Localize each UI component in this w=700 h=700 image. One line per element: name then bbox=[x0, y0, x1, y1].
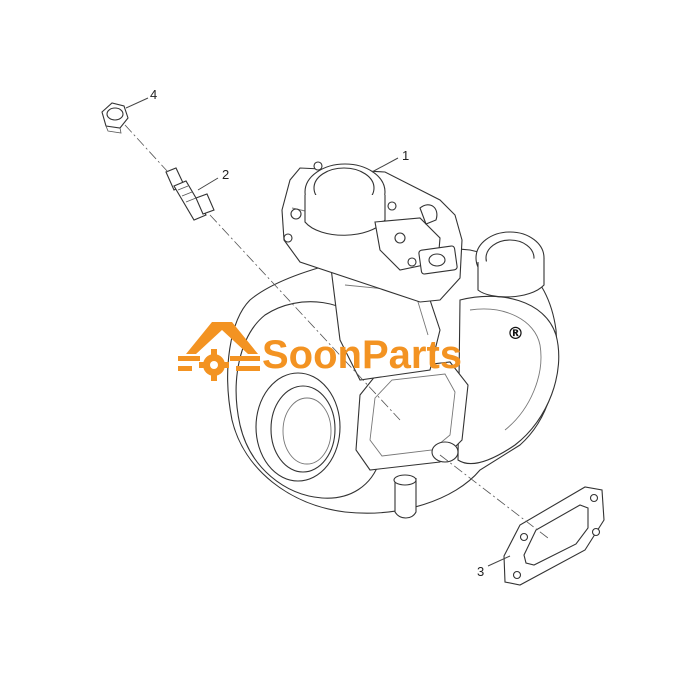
brand-name: SoonParts bbox=[262, 333, 462, 377]
callout-4: 4 bbox=[150, 87, 157, 102]
part-4-nut bbox=[101, 102, 129, 134]
part-1-actuator bbox=[281, 161, 463, 303]
callout-3: 3 bbox=[477, 564, 484, 579]
registered-mark: ® bbox=[507, 324, 524, 344]
callout-1: 1 bbox=[402, 148, 409, 163]
turbocharger-assembly bbox=[227, 231, 560, 519]
soonparts-watermark-logo: SoonParts ® bbox=[178, 322, 524, 381]
assembly-lines bbox=[124, 124, 549, 539]
part-3-gasket bbox=[503, 486, 605, 586]
callout-2: 2 bbox=[222, 167, 229, 182]
house-gear-icon bbox=[178, 322, 260, 381]
leader-lines bbox=[125, 97, 511, 567]
part-2-stud bbox=[165, 167, 215, 221]
